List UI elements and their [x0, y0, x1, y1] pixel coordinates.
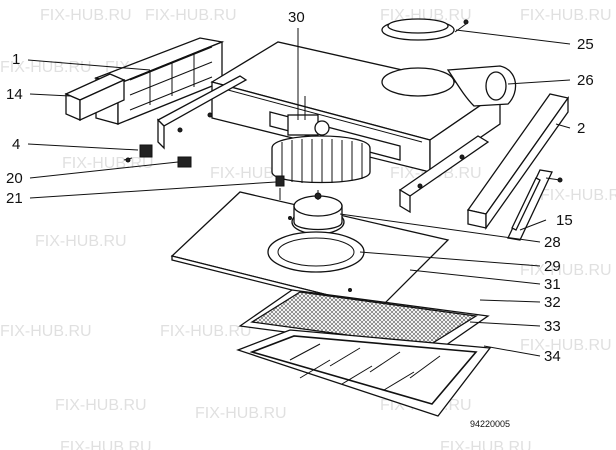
callout-32: 32 — [544, 294, 561, 311]
watermark: FIX-HUB.RU — [55, 397, 147, 414]
watermark: FIX-HUB.RU — [520, 337, 612, 354]
callout-20: 20 — [6, 170, 23, 187]
watermark: FIX-HUB.RU — [145, 7, 237, 24]
rear-filter-panel — [507, 169, 563, 241]
watermark: FIX-HUB.RU — [40, 7, 132, 24]
callout-2: 2 — [577, 120, 585, 137]
callout-25: 25 — [577, 36, 594, 53]
right-rail — [398, 135, 490, 214]
side-panel-right — [466, 93, 570, 231]
callout-labels: 1 14 4 20 21 30 25 26 2 15 28 29 31 32 3… — [6, 9, 594, 429]
left-bracket — [156, 75, 248, 150]
leader-lines — [27, 28, 571, 357]
callout-33: 33 — [544, 318, 561, 335]
callout-1: 1 — [12, 51, 20, 68]
callout-30: 30 — [288, 9, 305, 26]
grille-tray — [236, 329, 492, 417]
callout-15: 15 — [556, 212, 573, 229]
watermark: FIX-HUB.RU — [35, 233, 127, 250]
callout-29: 29 — [544, 258, 561, 275]
callout-21: 21 — [6, 190, 23, 207]
watermark: FIX-HUB.RU — [195, 405, 287, 422]
watermark: FIX-HUB.RU — [520, 262, 612, 279]
watermark: FIX-HUB.RU — [60, 439, 152, 450]
callout-34: 34 — [544, 348, 561, 365]
part-number: 94220005 — [470, 419, 510, 429]
motor-mount-ring — [267, 231, 365, 273]
switch-knob — [123, 144, 153, 163]
callout-4: 4 — [12, 136, 20, 153]
watermark: FIX-HUB.RU — [0, 323, 92, 340]
indicator-lamp — [177, 156, 192, 168]
end-cap — [64, 73, 126, 122]
watermark: FIX-HUB.RU — [62, 155, 154, 172]
watermark: FIX-HUB.RU — [440, 439, 532, 450]
watermark: FIX-HUB.RU — [160, 323, 252, 340]
duct-flap — [446, 65, 517, 107]
callout-14: 14 — [6, 86, 23, 103]
callout-28: 28 — [544, 234, 561, 251]
callout-31: 31 — [544, 276, 561, 293]
watermark: FIX-HUB.RU — [540, 187, 616, 204]
watermark: FIX-HUB.RU — [520, 7, 612, 24]
callout-26: 26 — [577, 72, 594, 89]
blower-wheel — [271, 135, 371, 184]
exhaust-collar — [381, 18, 469, 41]
fan-motor — [291, 190, 345, 242]
